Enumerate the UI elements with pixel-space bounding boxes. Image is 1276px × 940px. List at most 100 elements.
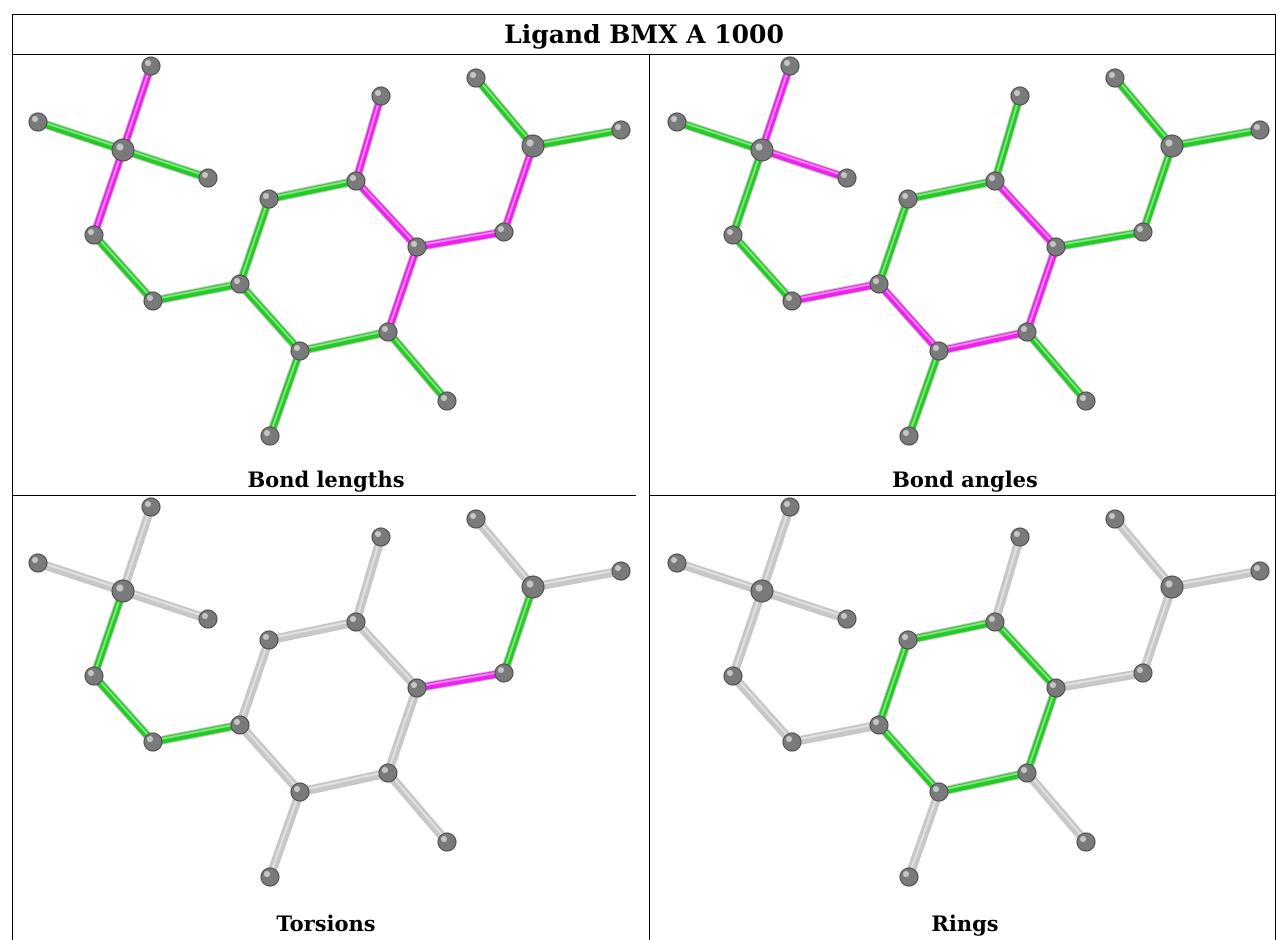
atom-highlight — [234, 719, 240, 725]
bond-highlight — [387, 329, 448, 401]
molecule-torsions — [28, 497, 631, 887]
atom-a10 — [378, 322, 398, 342]
bond-highlight — [1114, 75, 1173, 146]
bond-highlight — [475, 75, 534, 146]
bond-a5-a6 — [788, 280, 883, 305]
atom-highlight — [375, 531, 381, 537]
bond-highlight — [268, 178, 357, 199]
atom-highlight — [786, 295, 792, 301]
atom-highlight — [202, 613, 208, 619]
atom-highlight — [671, 116, 677, 122]
bond-a8-a9 — [991, 177, 1060, 251]
bond-highlight — [355, 619, 418, 688]
bond-a11-a18 — [266, 788, 304, 881]
atom-a18 — [899, 426, 919, 446]
atom-a11 — [929, 341, 949, 361]
atom-a6 — [869, 274, 889, 294]
atom-highlight — [1254, 124, 1260, 130]
bond-highlight — [878, 197, 909, 283]
bond-highlight — [761, 147, 848, 178]
atom-highlight — [1109, 72, 1115, 78]
bond-highlight — [878, 281, 940, 351]
atom-a14 — [1076, 391, 1096, 411]
bond-a7-a8 — [265, 177, 360, 203]
bond-highlight — [761, 588, 848, 619]
atom-a15 — [521, 575, 545, 599]
atom-highlight — [1021, 767, 1027, 773]
bond-highlight — [93, 232, 154, 301]
bond-a8-a9 — [352, 618, 421, 692]
bond-a10-a11 — [935, 328, 1031, 355]
bond-a10-a11 — [935, 769, 1031, 796]
atom-highlight — [841, 613, 847, 619]
atom-highlight — [382, 767, 388, 773]
table-top-border — [12, 14, 1276, 15]
atom-highlight — [784, 501, 790, 507]
atom-a13 — [1133, 222, 1153, 242]
atom-highlight — [1109, 513, 1115, 519]
atom-highlight — [411, 682, 417, 688]
atom-highlight — [755, 143, 763, 151]
bond-highlight — [475, 516, 534, 587]
row-divider-left — [12, 495, 636, 496]
bond-a11-a18 — [905, 347, 943, 440]
atom-highlight — [116, 584, 124, 592]
atom-a17 — [611, 120, 631, 140]
atom-a8 — [985, 171, 1005, 191]
title-divider — [12, 54, 1276, 55]
row-divider-right — [650, 495, 1276, 496]
atom-a0 — [780, 56, 800, 76]
bond-a11-a6 — [875, 721, 943, 796]
bond-a4-a5 — [729, 231, 796, 305]
bond-highlight — [1026, 770, 1087, 842]
bond-highlight — [532, 568, 622, 587]
atom-a9 — [1046, 237, 1066, 257]
bond-highlight — [387, 245, 418, 331]
atom-a5 — [143, 732, 163, 752]
bond-a7-a8 — [265, 618, 360, 644]
bond-a15-a17 — [529, 567, 625, 591]
bond-highlight — [907, 619, 996, 640]
atom-a3 — [111, 138, 135, 162]
atom-a3 — [750, 579, 774, 603]
atom-a14 — [437, 391, 457, 411]
bond-highlight — [387, 686, 418, 772]
atom-a6 — [230, 274, 250, 294]
atom-a12 — [371, 86, 391, 106]
atom-highlight — [294, 345, 300, 351]
atom-highlight — [1165, 139, 1173, 147]
bond-a3-a4 — [729, 587, 766, 680]
atom-a10 — [1017, 763, 1037, 783]
bond-a8-a12 — [991, 533, 1024, 626]
atom-highlight — [933, 345, 939, 351]
atom-highlight — [671, 557, 677, 563]
bond-highlight — [1142, 585, 1173, 672]
atom-highlight — [202, 172, 208, 178]
bond-highlight — [503, 144, 534, 231]
atom-highlight — [1080, 836, 1086, 842]
bond-highlight — [732, 673, 793, 742]
atom-a4 — [723, 225, 743, 245]
bond-highlight — [239, 638, 270, 724]
atom-a16 — [1105, 509, 1125, 529]
atom-highlight — [32, 116, 38, 122]
atom-a12 — [1010, 86, 1030, 106]
atom-a8 — [346, 612, 366, 632]
atom-highlight — [727, 670, 733, 676]
bond-a1-a3 — [34, 559, 127, 595]
atom-highlight — [263, 634, 269, 640]
bond-a10-a11 — [296, 769, 392, 796]
atom-highlight — [441, 836, 447, 842]
atom-highlight — [147, 295, 153, 301]
atom-highlight — [1050, 682, 1056, 688]
atom-highlight — [264, 430, 270, 436]
bond-a1-a3 — [673, 118, 766, 154]
atom-a17 — [1250, 561, 1270, 581]
bond-a9-a13 — [1052, 228, 1147, 251]
atom-highlight — [1021, 326, 1027, 332]
atom-highlight — [1137, 667, 1143, 673]
atom-highlight — [903, 430, 909, 436]
bond-a4-a5 — [90, 672, 157, 746]
atom-highlight — [147, 736, 153, 742]
bond-a8-a9 — [991, 618, 1060, 692]
